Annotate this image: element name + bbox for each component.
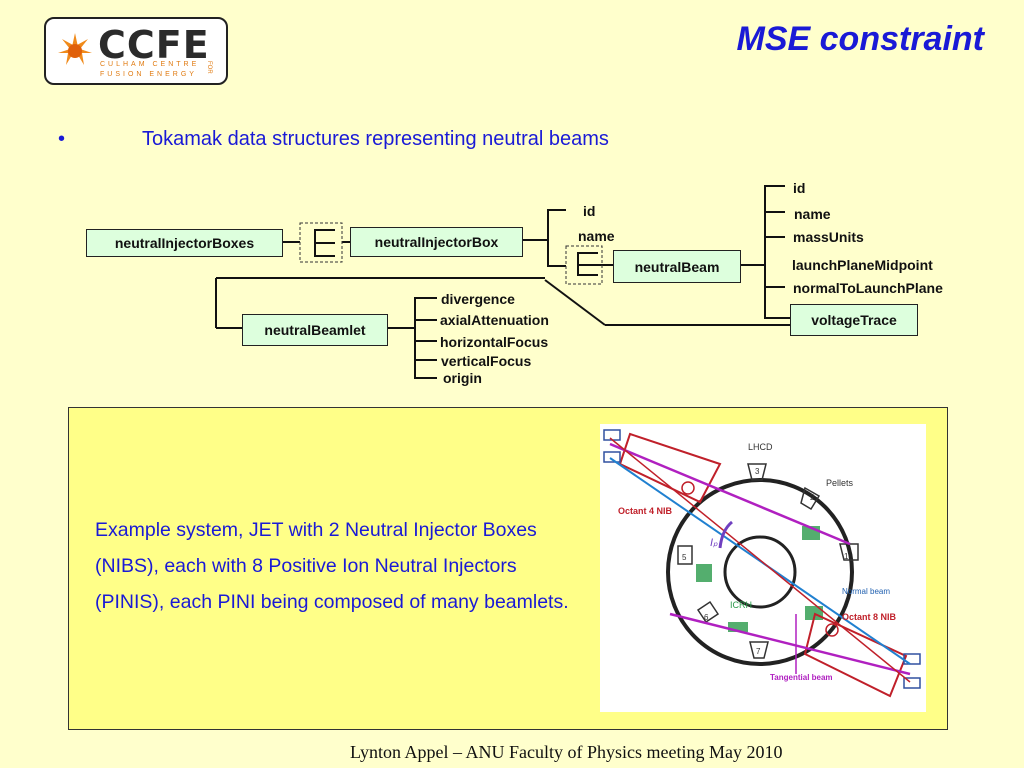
jet-octant8: Octant 8 NIB (842, 612, 897, 622)
jet-port-3: 3 (755, 467, 760, 476)
diagram-connectors (215, 185, 790, 379)
jet-tangential-beam: Tangential beam (770, 673, 833, 682)
label-beamlet-vertical: verticalFocus (441, 353, 532, 369)
logo-side: FOR (206, 61, 212, 74)
label-beam-name: name (794, 206, 831, 222)
logo-line1: CULHAM CENTRE (100, 61, 200, 68)
jet-port-6: 6 (704, 613, 709, 622)
jet-pellets: Pellets (826, 478, 854, 488)
logo-line2: FUSION ENERGY (100, 71, 197, 78)
label-beam-id: id (793, 180, 806, 196)
box-neutral-injector-boxes: neutralInjectorBoxes (86, 229, 283, 257)
sun-icon (58, 33, 92, 65)
bullet-marker: • (58, 128, 66, 150)
label-beamlet-divergence: divergence (441, 291, 515, 307)
logo-text: CCFE (98, 23, 210, 67)
jet-port-1: 1 (844, 552, 849, 561)
label-beamlet-axial: axialAttenuation (440, 312, 549, 328)
bullet-text: Tokamak data structures representing neu… (142, 128, 609, 150)
box-voltage-trace: voltageTrace (790, 304, 918, 336)
jet-port-7: 7 (756, 647, 761, 656)
label-box-name: name (578, 228, 615, 244)
slide-title: MSE constraint (736, 20, 984, 58)
example-text: Example system, JET with 2 Neutral Injec… (95, 519, 569, 613)
box-neutral-beam: neutralBeam (613, 250, 741, 283)
label-beam-normal: normalToLaunchPlane (793, 280, 943, 296)
jet-octant4: Octant 4 NIB (618, 506, 673, 516)
jet-port-5: 5 (682, 553, 687, 562)
box-neutral-beamlet: neutralBeamlet (242, 314, 388, 346)
label-beam-massunits: massUnits (793, 229, 864, 245)
jet-tokamak-figure: LHCD Pellets Octant 4 NIB Octant 8 NIB I… (600, 424, 926, 712)
jet-normal-beam: Normal beam (842, 587, 890, 596)
label-box-id: id (583, 203, 596, 219)
label-beamlet-horizontal: horizontalFocus (440, 334, 549, 350)
jet-icrh: ICRH (730, 600, 752, 610)
jet-ip: Iₚ (710, 537, 718, 549)
label-beam-launchplane: launchPlaneMidpoint (792, 257, 933, 273)
label-beamlet-origin: origin (443, 370, 482, 386)
jet-port-2: 2 (810, 493, 815, 502)
ccfe-logo: CCFE CULHAM CENTRE FUSION ENERGY FOR (44, 17, 228, 85)
box-neutral-injector-box: neutralInjectorBox (350, 227, 523, 257)
footer-text: Lynton Appel – ANU Faculty of Physics me… (350, 742, 783, 762)
jet-lhcd: LHCD (748, 442, 773, 452)
